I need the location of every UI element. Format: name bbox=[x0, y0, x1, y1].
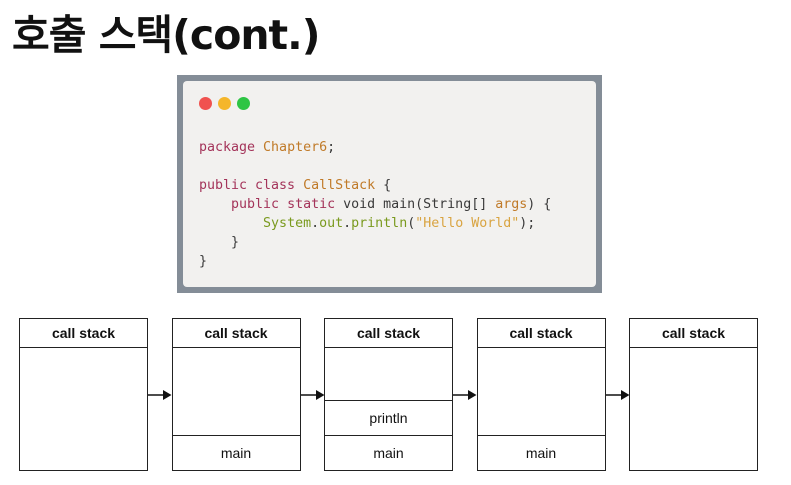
code-token: . bbox=[311, 216, 320, 231]
code-token: out bbox=[319, 216, 344, 231]
code-snippet-frame: package Chapter6; public class CallStack … bbox=[177, 75, 602, 293]
arrow-right-icon bbox=[453, 390, 477, 400]
code-token: ( bbox=[407, 216, 416, 231]
code-token: ; bbox=[327, 140, 336, 155]
code-token: void main(String[] bbox=[343, 197, 496, 212]
page-title: 호출 스택(cont.) bbox=[12, 11, 320, 59]
code-token: CallStack bbox=[303, 178, 376, 193]
close-dot-icon bbox=[199, 97, 212, 110]
code-token: public static bbox=[231, 197, 344, 212]
minimize-dot-icon bbox=[218, 97, 231, 110]
call-stack-box: call stack bbox=[629, 318, 758, 471]
call-stack-header: call stack bbox=[477, 319, 605, 348]
call-stack-header: call stack bbox=[172, 319, 300, 348]
call-stack-box: call stack main bbox=[476, 318, 606, 471]
code-token: System bbox=[263, 216, 312, 231]
window-controls bbox=[199, 97, 250, 110]
code-line: System.out.println("Hello World"); bbox=[199, 214, 551, 233]
code-line: package Chapter6; bbox=[199, 138, 551, 157]
maximize-dot-icon bbox=[237, 97, 250, 110]
stack-frame: main bbox=[477, 435, 605, 470]
code-line: } bbox=[199, 233, 551, 252]
arrow-right-icon bbox=[148, 390, 172, 400]
code-line: public class CallStack { bbox=[199, 176, 551, 195]
call-stack-header: call stack bbox=[20, 319, 147, 348]
code-token: ); bbox=[519, 216, 536, 231]
stack-frame: println bbox=[325, 400, 452, 435]
code-window: package Chapter6; public class CallStack … bbox=[183, 81, 596, 287]
arrow-right-icon bbox=[605, 390, 629, 400]
code-line: } bbox=[199, 252, 551, 271]
code-token: } bbox=[199, 235, 240, 250]
code-token: "Hello World" bbox=[415, 216, 520, 231]
call-stack-header: call stack bbox=[325, 319, 452, 348]
code-token: Chapter6 bbox=[263, 140, 328, 155]
code-token: public class bbox=[199, 178, 304, 193]
arrow-right-icon bbox=[300, 390, 324, 400]
code-token: package bbox=[199, 140, 264, 155]
call-stack-box: call stack bbox=[19, 318, 148, 471]
code-line: public static void main(String[] args) { bbox=[199, 195, 551, 214]
stack-frame: main bbox=[172, 435, 300, 470]
stack-frame: main bbox=[325, 435, 452, 470]
code-token: { bbox=[375, 178, 392, 193]
call-stack-box: call stack main bbox=[171, 318, 301, 471]
code-token: . bbox=[343, 216, 352, 231]
code-block: package Chapter6; public class CallStack … bbox=[199, 138, 551, 271]
code-token: println bbox=[351, 216, 408, 231]
code-token: args bbox=[495, 197, 528, 212]
call-stack-header: call stack bbox=[630, 319, 757, 348]
code-token: } bbox=[199, 254, 208, 269]
code-token: ) { bbox=[527, 197, 552, 212]
